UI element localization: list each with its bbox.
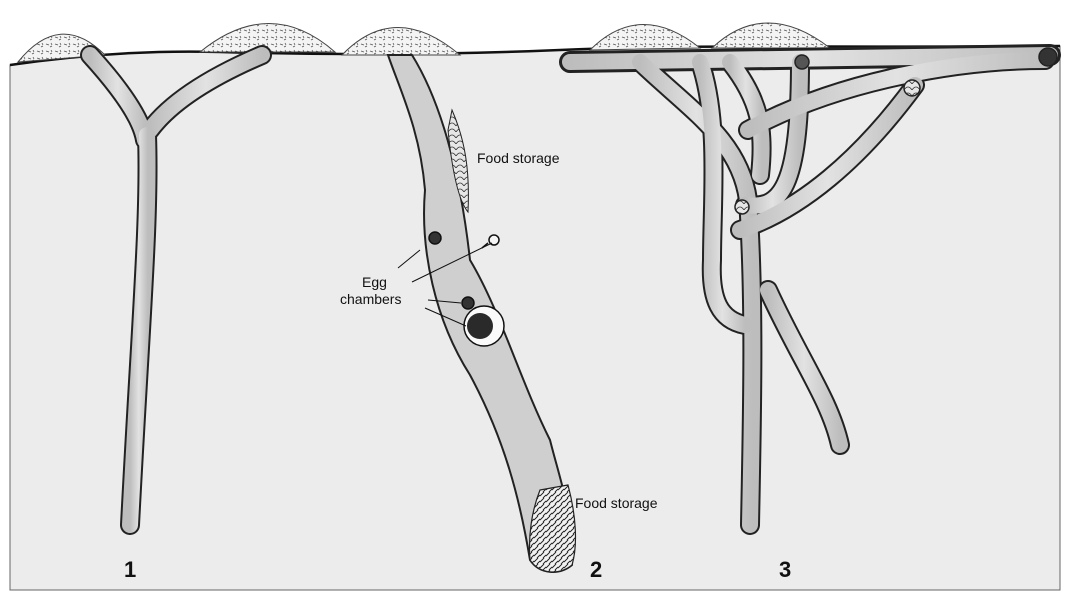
burrow-number-3: 3 [779,558,791,582]
egg-chamber [462,297,474,309]
burrow-3-end-cap [1039,48,1057,66]
burrow-3-chamber [735,200,749,214]
burrow-number-1: 1 [124,558,136,582]
burrow-number-2: 2 [590,558,602,582]
egg-chambers-label-line1: Egg [362,274,387,291]
burrow-3-end-cap [904,80,920,96]
burrow-3-end-cap [795,55,809,69]
egg-mass [467,313,493,339]
sand-mound [342,28,460,56]
egg-chamber [429,232,441,244]
food-storage-label-top: Food storage [477,150,560,167]
sand-mound [590,24,700,50]
sand-mound [712,23,830,48]
egg-chambers-label-line2: chambers [340,291,401,308]
food-storage-label-bottom: Food storage [575,495,658,512]
